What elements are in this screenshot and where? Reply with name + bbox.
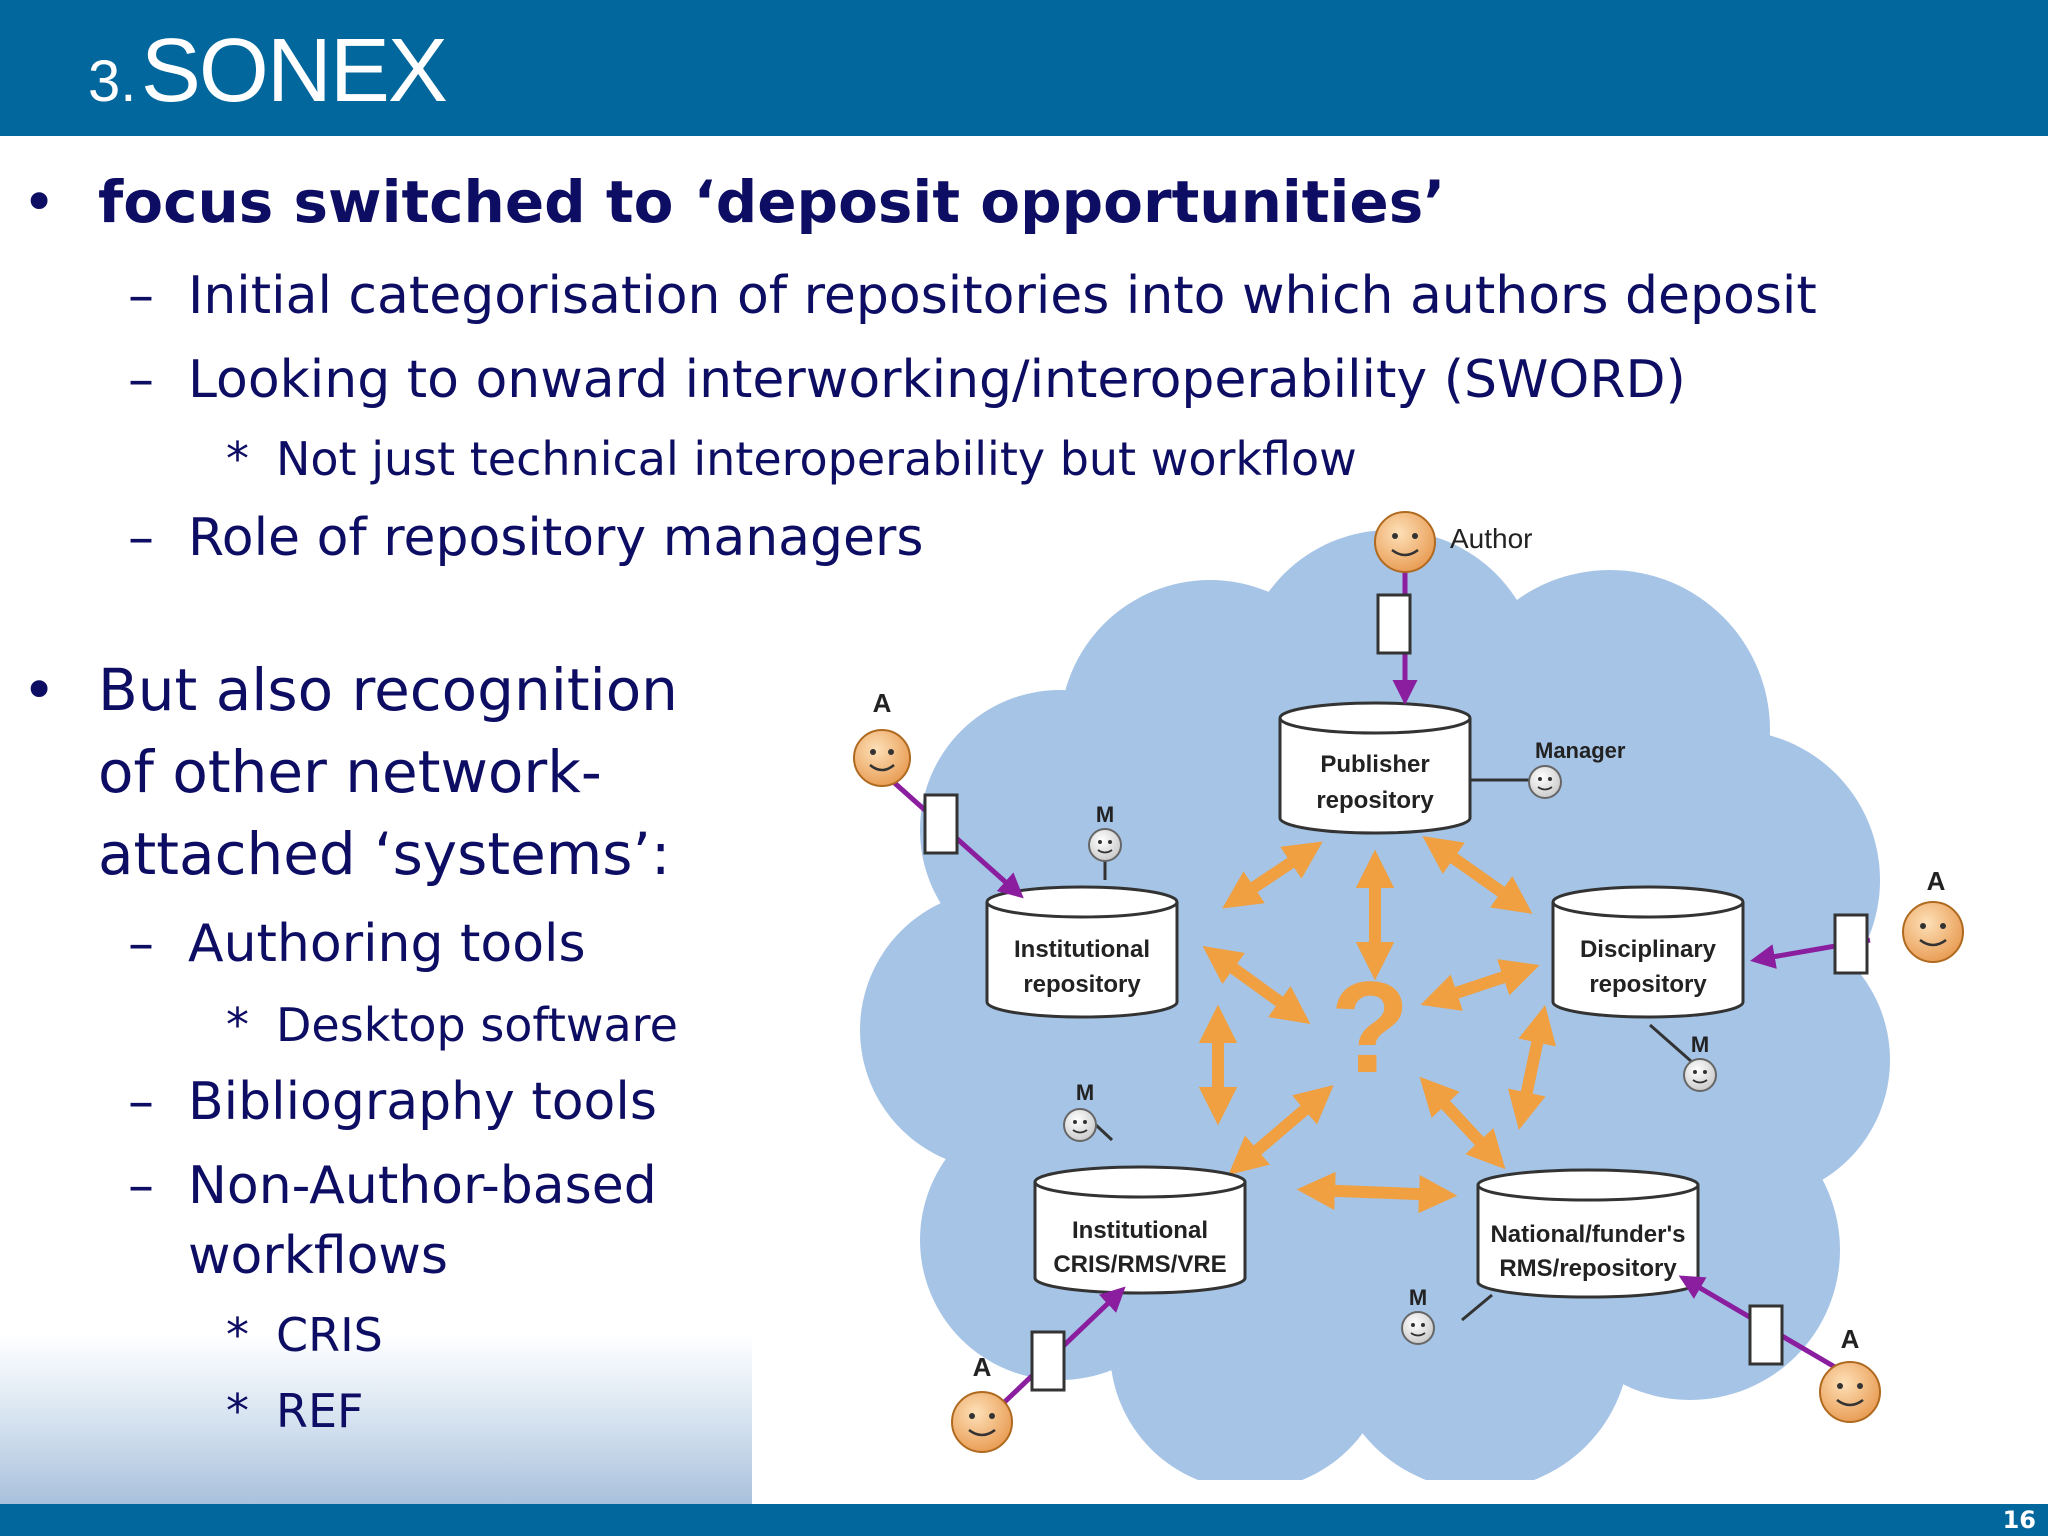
decorative-wave-background (0, 1334, 752, 1504)
manager-short-national: M (1409, 1285, 1427, 1310)
star-marker: * (226, 432, 249, 486)
star-marker: * (226, 998, 249, 1052)
manager-connectors (1080, 778, 1693, 1322)
author-avatars (853, 511, 1964, 1453)
manager-short-cris: M (1076, 1080, 1094, 1105)
manager-avatar-national (1401, 1311, 1435, 1345)
page-number: 16 (2002, 1506, 2036, 1534)
author-avatar-right (1902, 901, 1964, 963)
manager-short-disciplinary: M (1691, 1032, 1709, 1057)
national-label-2: RMS/repository (1499, 1255, 1677, 1282)
slide-title: 3. SONEX (88, 20, 448, 123)
sub-item-6-line-1: Non-Author-based (188, 1156, 657, 1216)
dash: – (128, 1072, 154, 1132)
actor-label-left: A (873, 688, 892, 718)
bullet-dot: • (22, 656, 57, 724)
footer-bar: 16 (0, 1504, 2048, 1536)
bullet-2-line-2: of other network- (98, 738, 602, 806)
author-avatar-top (1374, 511, 1436, 573)
disciplinary-repository: Disciplinary repository (1551, 885, 1745, 1019)
author-avatar-bottom-left (951, 1391, 1013, 1453)
disciplinary-label-2: repository (1589, 971, 1707, 998)
title-bar: 3. SONEX (0, 0, 2048, 136)
sub-item-1-text: Initial categorisation of repositories i… (188, 266, 1817, 326)
publisher-label-2: repository (1316, 787, 1434, 814)
institutional-label-2: repository (1023, 971, 1141, 998)
cris-label-1: Institutional (1072, 1217, 1208, 1244)
manager-avatar-disciplinary (1683, 1058, 1717, 1092)
manager-avatar-institutional (1088, 828, 1122, 862)
publisher-label-1: Publisher (1320, 751, 1429, 778)
sub-item-4-text: Authoring tools (188, 914, 586, 974)
actor-label-right: A (1927, 866, 1946, 896)
publisher-repository: Publisher repository (1278, 701, 1472, 835)
dash: – (128, 350, 154, 410)
manager-avatar-cris (1063, 1108, 1097, 1142)
dash: – (128, 1156, 154, 1216)
actor-label-bottom-left: A (973, 1352, 992, 1382)
disciplinary-label-1: Disciplinary (1580, 936, 1717, 963)
bullet-1-text: focus switched to ‘deposit opportunities… (98, 168, 1446, 236)
sub-item-2-text: Looking to onward interworking/interoper… (188, 350, 1686, 410)
dash: – (128, 914, 154, 974)
title-number: 3. (88, 49, 137, 114)
manager-avatars (1063, 765, 1717, 1345)
deposit-documents (923, 593, 1869, 1392)
manager-avatar-publisher (1528, 765, 1562, 799)
sub-item-6-star-1-text: CRIS (276, 1308, 383, 1362)
manager-short-institutional: M (1096, 802, 1114, 827)
institutional-cris-system: Institutional CRIS/RMS/VRE (1033, 1165, 1247, 1295)
sub-item-6-line-2: workflows (188, 1226, 449, 1286)
question-mark: ? (1330, 954, 1409, 1100)
sub-item-5-text: Bibliography tools (188, 1072, 657, 1132)
bullet-2-line-1: But also recognition (98, 656, 678, 724)
dash: – (128, 266, 154, 326)
manager-label: Manager (1535, 738, 1626, 763)
national-label-1: National/funder's (1490, 1221, 1685, 1248)
sub-item-2-star-text: Not just technical interoperability but … (276, 432, 1357, 486)
star-marker: * (226, 1384, 249, 1438)
author-label: Author (1450, 523, 1533, 554)
repository-network-diagram: ? Publisher repository Institutional rep… (853, 511, 1964, 1480)
national-funder-repository: National/funder's RMS/repository (1476, 1168, 1700, 1299)
sub-item-3-text: Role of repository managers (188, 508, 924, 568)
bullet-2-line-3: attached ‘systems’: (98, 820, 671, 888)
cris-label-2: CRIS/RMS/VRE (1053, 1251, 1226, 1278)
author-avatar-left (853, 729, 911, 787)
sub-item-4-star-text: Desktop software (276, 998, 678, 1052)
bullet-dot: • (22, 168, 57, 236)
title-text: SONEX (140, 21, 448, 121)
sub-item-6-star-2-text: REF (276, 1384, 364, 1438)
star-marker: * (226, 1308, 249, 1362)
dash: – (128, 508, 154, 568)
actor-label-bottom-right: A (1841, 1324, 1860, 1354)
institutional-label-1: Institutional (1014, 936, 1150, 963)
institutional-repository: Institutional repository (985, 885, 1179, 1019)
author-avatar-bottom-right (1819, 1361, 1881, 1423)
interconnect-arrows (1198, 836, 1557, 1214)
